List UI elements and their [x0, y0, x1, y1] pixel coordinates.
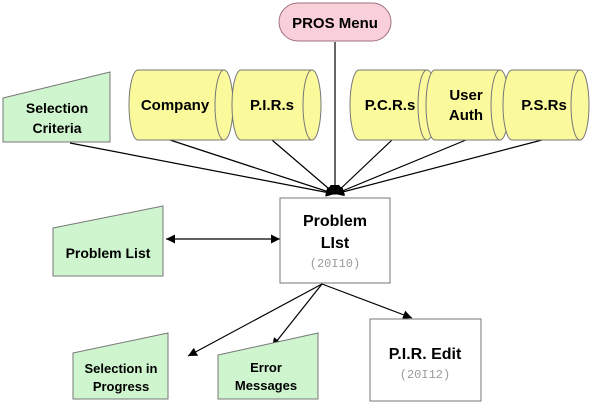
selection-in-progress-screen: Selection in Progress [72, 332, 169, 400]
selection-in-progress-line1: Selection in [85, 361, 158, 376]
user-auth-label-line2: Auth [449, 107, 483, 124]
arrow-selection-criteria-to-problem-list [69, 142, 336, 197]
pir-edit-code: (20I12) [400, 368, 450, 382]
arrow-company-to-problem-list [169, 139, 336, 196]
pirs-label: P.I.R.s [250, 97, 294, 114]
company-label: Company [141, 97, 210, 114]
arrow-to-selection-in-progress [187, 283, 323, 357]
pros-menu-label: PROS Menu [292, 15, 378, 32]
error-messages-screen: Error Messages [217, 332, 319, 400]
arrow-user-auth-to-problem-list [334, 139, 467, 195]
arrow-pirs-to-problem-list [271, 139, 336, 195]
arrow-psrs-to-problem-list [334, 139, 543, 197]
psrs-label: P.S.Rs [521, 97, 567, 114]
arrow-pcrs-to-problem-list [334, 139, 393, 195]
pcrs-datastore: P.C.R.s [349, 69, 437, 141]
pirs-datastore: P.I.R.s [231, 69, 322, 141]
problem-list-program-line1: Problem [303, 213, 367, 230]
error-messages-line1: Error [250, 360, 282, 375]
user-auth-datastore: User Auth [425, 69, 510, 141]
selection-in-progress-line2: Progress [93, 379, 149, 394]
user-auth-label-line1: User [449, 87, 483, 104]
problem-list-program-line2: LIst [321, 235, 350, 252]
problem-list-program-code: (20I10) [310, 257, 360, 271]
problem-list-screen-label: Problem List [66, 245, 151, 261]
problem-list-program: Problem LIst (20I10) [279, 197, 391, 284]
pcrs-label: P.C.R.s [365, 97, 416, 114]
pir-edit-label: P.I.R. Edit [389, 346, 462, 363]
selection-criteria-label-line2: Criteria [32, 120, 81, 136]
selection-criteria-screen: Selection Criteria [2, 71, 111, 143]
company-datastore: Company [128, 69, 234, 141]
psrs-datastore: P.S.Rs [502, 69, 590, 141]
arrow-to-pir-edit [321, 283, 413, 320]
arrow-to-error-messages [271, 283, 323, 348]
pir-edit-program: P.I.R. Edit (20I12) [369, 318, 482, 402]
selection-criteria-label-line1: Selection [26, 100, 88, 116]
error-messages-line2: Messages [235, 378, 297, 393]
pros-menu-node: PROS Menu [278, 2, 392, 42]
problem-list-screen: Problem List [52, 205, 164, 277]
